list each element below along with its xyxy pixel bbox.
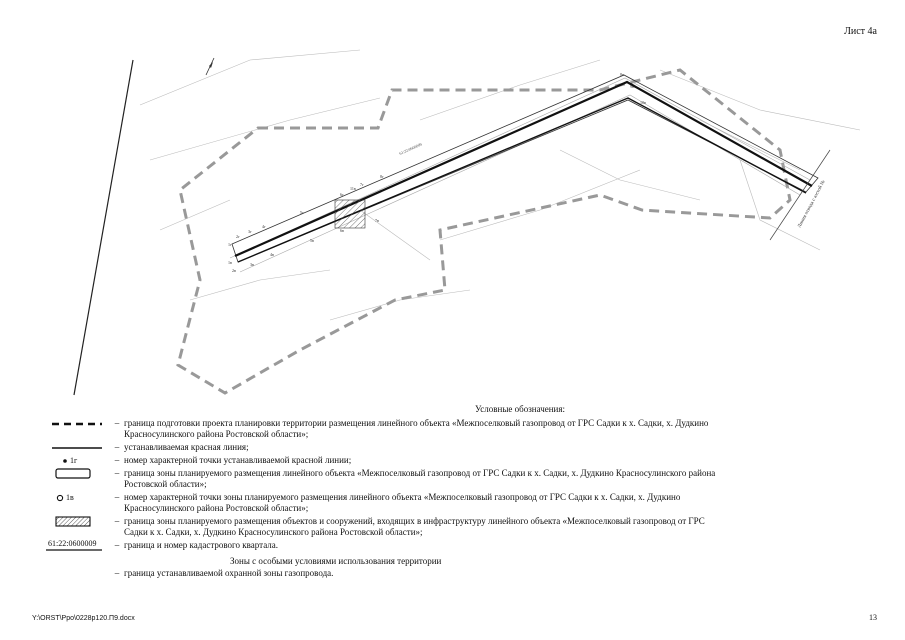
- legend-title: Условные обозначения:: [474, 404, 565, 414]
- placement-zone-symbol: [30, 467, 110, 480]
- cadastral-quarter-symbol: 61:22:0600009: [46, 538, 102, 551]
- placement-zone-point-symbol: 1в: [30, 492, 110, 504]
- infrastructure-area: [334, 199, 366, 229]
- terrain-lines: [139, 49, 861, 321]
- file-path: Y:\ORST\Ppo\0228p120.П9.docx: [32, 615, 135, 622]
- point-label: 5в: [310, 238, 314, 243]
- cadastral-quarter-label: 61:22:0600009: [398, 141, 422, 155]
- point-label: 1г: [228, 242, 232, 247]
- point-label: 2в: [232, 268, 236, 273]
- point-label: 4г: [262, 224, 266, 229]
- red-line-lower: [237, 97, 807, 263]
- placement-zone: [231, 74, 819, 263]
- sheet-label: Лист 4а: [844, 26, 877, 37]
- point-label: 4в: [270, 252, 274, 257]
- dashed-boundary-symbol: [30, 418, 110, 430]
- zones-title: Зоны с особыми условиями использования т…: [230, 555, 442, 566]
- point-label: 8в: [620, 72, 624, 77]
- point-label: 6в: [340, 228, 344, 233]
- red-line: [234, 80, 813, 258]
- protection-zone-symbol: [30, 568, 110, 580]
- point-label: 8г: [380, 174, 384, 179]
- legend-item: – устанавливаемая красная линия;: [30, 442, 890, 454]
- legend-item: 1г – номер характерной точки устанавлива…: [30, 455, 890, 467]
- red-line-symbol: [30, 442, 110, 454]
- legend-item: – граница подготовки проекта планировки …: [30, 418, 890, 441]
- point-label: 3г: [248, 229, 252, 234]
- site-plan-map: Линия отвода с юстой № 61:22:0600009 1г2…: [73, 49, 861, 396]
- point-label: 10в: [640, 100, 646, 105]
- point-label: 11в: [350, 186, 356, 191]
- legend-item: – граница зоны планируемого размещения о…: [30, 516, 890, 539]
- project-boundary: [176, 68, 792, 395]
- point-label: 5г: [300, 210, 304, 215]
- point-label: 7в: [375, 218, 379, 223]
- point-label: 6г: [340, 192, 344, 197]
- legend-item: 61:22:0600009 – граница и номер кадастро…: [30, 538, 890, 552]
- legend-item: – граница зоны планируемого размещения л…: [30, 468, 890, 491]
- point-label: 7г: [360, 182, 364, 187]
- protection-zone: [229, 77, 811, 273]
- red-line-point-symbol: 1г: [30, 455, 110, 467]
- point-label: 3в: [250, 262, 254, 267]
- infrastructure-zone-symbol: [30, 515, 110, 528]
- point-label: 1в: [228, 260, 232, 265]
- legend: Условные обозначения: – граница подготов…: [30, 404, 890, 581]
- cadastral-boundary: [73, 59, 134, 396]
- north-arrow-icon: [205, 57, 215, 76]
- page-number: 13: [869, 613, 877, 622]
- legend-item: – граница устанавливаемой охранной зоны …: [30, 568, 890, 580]
- legend-item: 1в – номер характерной точки зоны планир…: [30, 492, 890, 515]
- point-label: 2г: [236, 234, 240, 239]
- point-label: 9в: [630, 84, 634, 89]
